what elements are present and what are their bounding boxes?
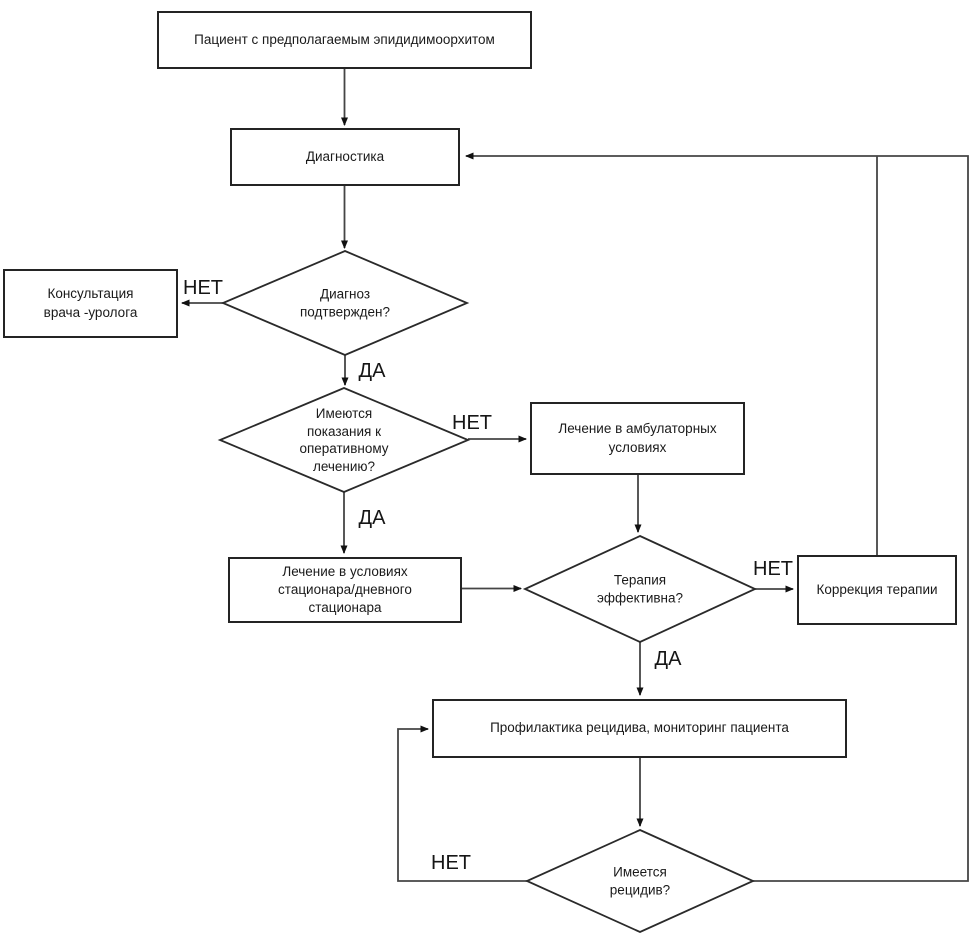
decision-relapse-shape: [524, 829, 756, 933]
edge-label-relapse-no: НЕТ: [431, 852, 471, 874]
edge-label-therapy-no: НЕТ: [753, 558, 793, 580]
arrow-relapse-no-loop-to-prevention: [397, 725, 527, 882]
node-therapy-correction: Коррекция терапии: [797, 555, 957, 625]
node-diagnostics: Диагностика: [230, 128, 460, 186]
edge-label-surgery-no: НЕТ: [452, 412, 492, 434]
arrow-relapse-yes-loop-to-diagnostics: [465, 152, 969, 882]
decision-surgery-indications-shape: [217, 387, 471, 493]
node-consult-urologist: Консультация врача -уролога: [3, 269, 178, 338]
decision-diagnosis-confirmed-shape: [220, 250, 470, 356]
decision-therapy-effective-shape: [522, 535, 758, 643]
node-outpatient-treatment: Лечение в амбулаторных условиях: [530, 402, 745, 475]
node-inpatient-treatment: Лечение в условиях стационара/дневного с…: [228, 557, 462, 623]
edge-label-therapy-yes: ДА: [654, 648, 682, 670]
node-patient: Пациент с предполагаемым эпидидимоорхито…: [157, 11, 532, 69]
node-relapse-prevention: Профилактика рецидива, мониторинг пациен…: [432, 699, 847, 758]
edge-label-surgery-yes: ДА: [358, 507, 386, 529]
edge-label-diagnosis-no: НЕТ: [183, 277, 223, 299]
edge-label-diagnosis-yes: ДА: [358, 360, 386, 382]
